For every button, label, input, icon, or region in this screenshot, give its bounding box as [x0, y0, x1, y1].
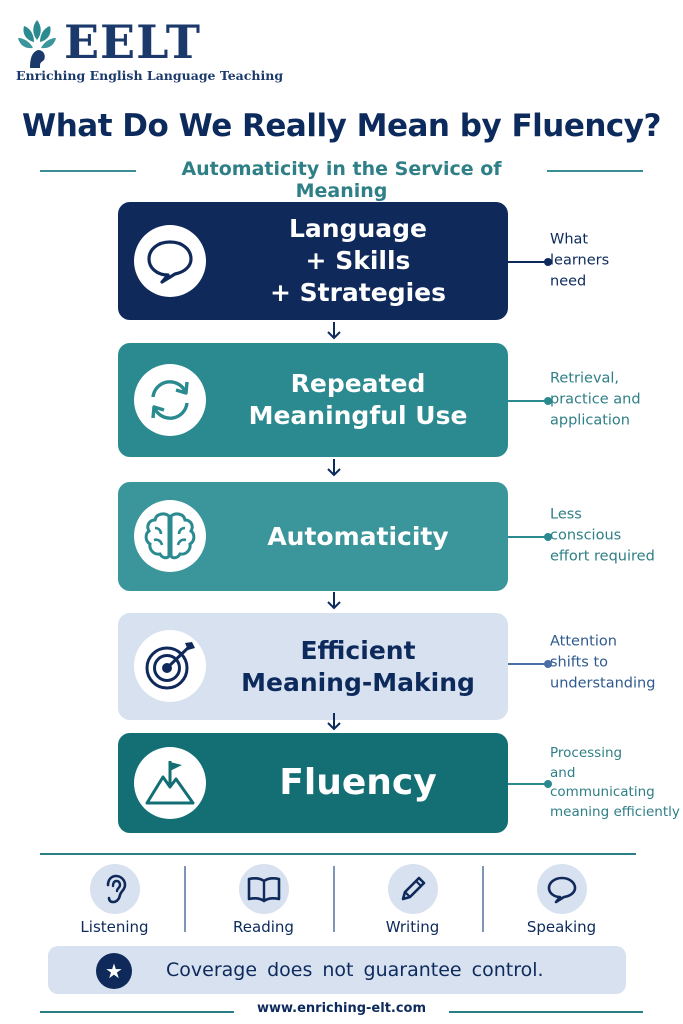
skills-row: Listening Reading Writing Speaking — [40, 860, 636, 940]
footer-url[interactable]: www.enriching-elt.com — [256, 1001, 427, 1016]
skill-speaking: Speaking — [487, 860, 636, 940]
step-automaticity: Automaticity — [118, 482, 508, 591]
connector-dot — [544, 659, 552, 668]
footer-divider-right — [449, 1011, 643, 1013]
connector-line — [508, 261, 548, 263]
skill-label: Speaking — [526, 918, 597, 936]
banner-text: Coverage does not guarantee control. — [166, 959, 544, 981]
brand-logo: EELT Enriching English Language Teaching — [14, 15, 283, 86]
skill-separator — [333, 866, 335, 932]
mountain-flag-icon — [134, 747, 206, 819]
note-text: What learners need — [550, 231, 610, 290]
step-repeated-meaningful-use: Repeated Meaningful Use — [118, 343, 508, 457]
skill-writing: Writing — [338, 860, 487, 940]
subtitle-row: Automaticity in the Service of Meaning — [40, 156, 643, 202]
flow-arrow-icon — [327, 459, 341, 477]
key-message-banner: ★ Coverage does not guarantee control. — [48, 946, 626, 994]
speech-bubble-icon — [536, 864, 587, 914]
note-text: Processing and communicating meaning eff… — [550, 744, 680, 820]
speech-bubble-icon — [134, 225, 206, 297]
brand-name: EELT — [64, 15, 201, 69]
section-divider — [40, 853, 636, 855]
connector-line — [508, 400, 548, 402]
flow-arrow-icon — [327, 592, 341, 610]
flow-arrow-icon — [327, 713, 341, 731]
note-text: Retrieval, practice and application — [550, 370, 641, 429]
note-text: Less conscious effort required — [550, 506, 655, 565]
star-icon: ★ — [96, 953, 132, 989]
step-label: Fluency — [279, 761, 437, 803]
step-label: Language + Skills + Strategies — [269, 214, 446, 307]
brand-tagline: Enriching English Language Teaching — [16, 68, 284, 83]
skill-reading: Reading — [189, 860, 338, 940]
skill-label: Writing — [385, 918, 440, 936]
pencil-icon — [387, 864, 438, 914]
connector-dot — [544, 532, 552, 541]
step-label: Repeated Meaningful Use — [248, 369, 468, 430]
page-subtitle: Automaticity in the Service of Meaning — [181, 158, 502, 202]
subtitle-divider-left — [40, 170, 136, 172]
skill-label: Listening — [80, 918, 149, 936]
connector-dot — [544, 257, 552, 266]
connector-dot — [544, 396, 552, 405]
connector-dot — [544, 779, 552, 788]
flow-arrow-icon — [327, 322, 341, 340]
connector-line — [508, 663, 548, 665]
step-language-skills-strategies: Language + Skills + Strategies — [118, 202, 508, 320]
target-arrow-icon — [134, 630, 206, 702]
book-icon — [238, 864, 289, 914]
skill-listening: Listening — [40, 860, 189, 940]
brain-icon — [134, 500, 206, 572]
skill-separator — [184, 866, 186, 932]
refresh-cycle-icon — [134, 364, 206, 436]
subtitle-divider-right — [547, 170, 643, 172]
skill-label: Reading — [233, 918, 294, 936]
note-text: Attention shifts to understanding — [550, 633, 656, 692]
step-label: Efficient Meaning-Making — [241, 635, 475, 697]
step-label: Automaticity — [267, 521, 449, 551]
ear-icon — [89, 864, 140, 914]
step-fluency: Fluency — [118, 733, 508, 833]
leaf-head-logo-icon — [18, 20, 56, 68]
step-efficient-meaning-making: Efficient Meaning-Making — [118, 613, 508, 720]
connector-line — [508, 783, 548, 785]
connector-line — [508, 536, 548, 538]
page-title: What Do We Really Mean by Fluency? — [22, 108, 661, 144]
skill-separator — [482, 866, 484, 932]
footer-divider-left — [40, 1011, 234, 1013]
